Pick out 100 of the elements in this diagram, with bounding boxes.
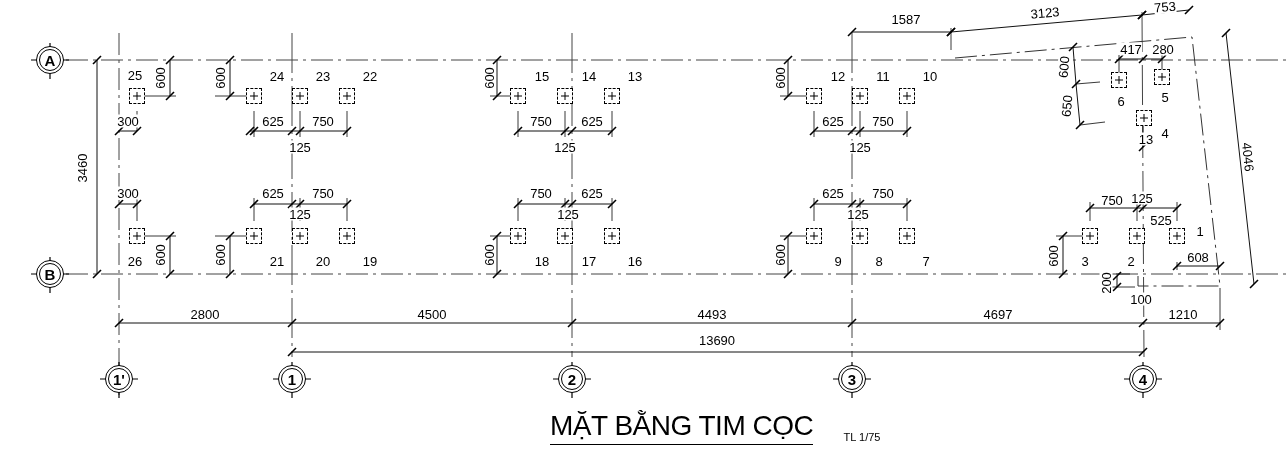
dimension-value: 2800 (190, 307, 220, 321)
pile-number: 21 (269, 254, 285, 268)
dimension-value: 625 (581, 186, 603, 200)
pile-number: 19 (362, 254, 378, 268)
pile-marker (246, 228, 262, 244)
pile-number: 26 (127, 254, 143, 268)
pile-marker (852, 228, 868, 244)
pile-number: 16 (627, 254, 643, 268)
dimension-value: 750 (872, 114, 894, 128)
dimension-value: 750 (872, 186, 894, 200)
dimension-value: 600 (213, 244, 227, 266)
dimension-value: 600 (773, 244, 787, 266)
pile-number: 5 (1161, 90, 1169, 104)
pile-number: 14 (581, 69, 597, 83)
pile-number: 20 (315, 254, 331, 268)
grid-axis-bubble: 4 (1129, 365, 1157, 393)
pile-marker (510, 88, 526, 104)
dimension-value: 300 (117, 186, 139, 200)
pile-number: 23 (315, 69, 331, 83)
pile-marker (806, 228, 822, 244)
dimension-value: 125 (554, 140, 576, 154)
pile-number: 6 (1117, 94, 1125, 108)
pile-number: 3 (1081, 254, 1089, 268)
dimension-value: 625 (581, 114, 603, 128)
pile-number: 1 (1196, 224, 1204, 238)
drawing-title: MẶT BẰNG TIM CỌC (550, 412, 814, 445)
grid-axis-bubble: 1 (278, 365, 306, 393)
dimension-value: 600 (773, 67, 787, 89)
grid-axis-bubble: B (36, 260, 64, 288)
pile-marker (292, 88, 308, 104)
pile-marker (899, 228, 915, 244)
pile-marker (246, 88, 262, 104)
dimension-value: 280 (1152, 42, 1174, 56)
dimension-value: 600 (153, 67, 167, 89)
dimension-value: 750 (312, 186, 334, 200)
dimension-value: 125 (1131, 191, 1153, 205)
dimension-value: 125 (289, 140, 311, 154)
pile-number: 8 (875, 254, 883, 268)
dimension-value: 750 (530, 114, 552, 128)
dimension-value: 4493 (697, 307, 727, 321)
dimension-value: 625 (262, 186, 284, 200)
grid-axis-bubble: 2 (558, 365, 586, 393)
dimension-value: 625 (262, 114, 284, 128)
dimension-value: 300 (117, 114, 139, 128)
dimension-value: 1210 (1168, 307, 1198, 321)
dimension-value: 200 (1099, 272, 1113, 294)
dimension-value: 650 (1059, 94, 1075, 118)
pile-marker (852, 88, 868, 104)
dimension-value: 753 (1153, 0, 1177, 15)
pile-number: 11 (876, 69, 890, 83)
pile-marker (129, 228, 145, 244)
dimension-value: 600 (1056, 55, 1072, 79)
dimension-value: 750 (530, 186, 552, 200)
dimension-value: 608 (1187, 250, 1209, 264)
pile-marker (557, 88, 573, 104)
dimension-value: 600 (153, 244, 167, 266)
pile-number: 15 (534, 69, 550, 83)
pile-number: 17 (581, 254, 597, 268)
pile-marker (1136, 110, 1152, 126)
dimension-value: 4697 (983, 307, 1013, 321)
dimension-value: 4500 (417, 307, 447, 321)
pile-marker (806, 88, 822, 104)
pile-marker (604, 88, 620, 104)
dimension-value: 125 (557, 207, 579, 221)
dimension-value: 125 (289, 207, 311, 221)
pile-marker (292, 228, 308, 244)
pile-marker (604, 228, 620, 244)
dimension-value: 600 (482, 67, 496, 89)
dimension-value: 100 (1130, 292, 1152, 306)
pile-marker (1154, 69, 1170, 85)
dimension-value: 125 (847, 207, 869, 221)
pile-marker (1111, 72, 1127, 88)
pile-marker (557, 228, 573, 244)
grid-axis-bubble: A (36, 46, 64, 74)
scale-note: TL 1/75 (843, 431, 881, 443)
pile-number: 7 (922, 254, 930, 268)
pile-number: 12 (830, 69, 846, 83)
dimension-value: 625 (822, 186, 844, 200)
pile-number: 2 (1127, 254, 1135, 268)
dimension-value: 4046 (1240, 141, 1256, 173)
pile-marker (339, 228, 355, 244)
dimension-value: 600 (213, 67, 227, 89)
pile-number: 9 (834, 254, 842, 268)
pile-number: 4 (1161, 126, 1169, 140)
dimension-value: 750 (1101, 193, 1123, 207)
pile-number: 18 (534, 254, 550, 268)
pile-marker (510, 228, 526, 244)
dimension-value: 3123 (1030, 5, 1060, 21)
pile-number: 24 (269, 69, 285, 83)
pile-marker (339, 88, 355, 104)
dimension-value: 13690 (698, 333, 736, 347)
grid-axis-bubble: 3 (838, 365, 866, 393)
dimension-value: 525 (1150, 213, 1172, 227)
dimension-value: 625 (822, 114, 844, 128)
grid-axis-bubble: 1' (105, 365, 133, 393)
dimension-value: 13 (1138, 132, 1154, 146)
pile-marker (1082, 228, 1098, 244)
dimension-value: 1587 (891, 12, 921, 26)
pile-number: 25 (127, 68, 143, 82)
pile-marker (1169, 228, 1185, 244)
